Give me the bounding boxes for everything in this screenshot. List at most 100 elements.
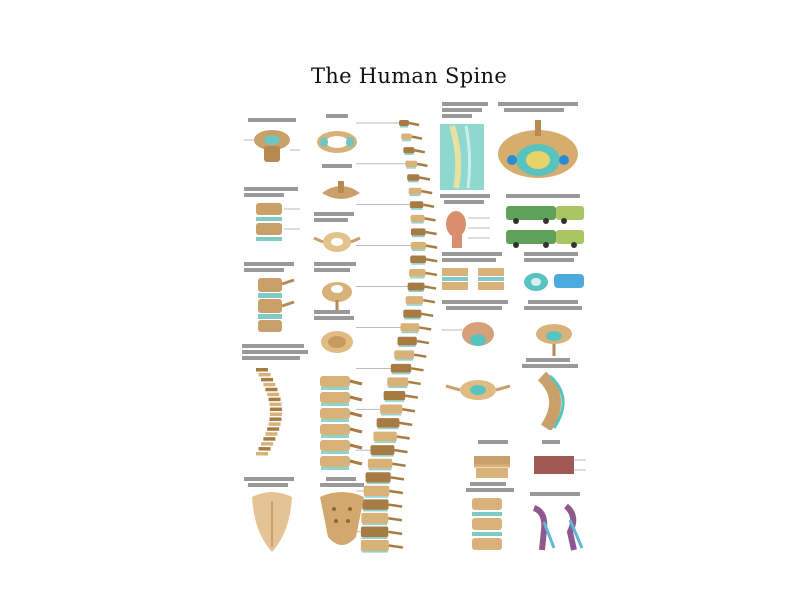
vertebra	[383, 390, 406, 401]
panel-disc-movement	[438, 252, 518, 297]
vertebra	[320, 424, 350, 435]
spinous-process	[349, 395, 363, 402]
spinous-process	[392, 462, 406, 467]
vertebra	[407, 174, 420, 181]
intervertebral-disc	[406, 304, 423, 306]
vertebra	[367, 458, 393, 469]
intervertebral-disc	[410, 208, 423, 210]
spinous-process	[425, 271, 438, 277]
panel-herniated-disc	[438, 300, 518, 358]
intervertebral-disc	[411, 235, 425, 238]
spinous-process	[396, 435, 410, 440]
vertebra	[267, 427, 280, 431]
vertebra	[373, 431, 397, 442]
spinous-process	[349, 443, 363, 450]
intervertebral-disc	[404, 317, 421, 320]
panel-spondylolisthesis	[520, 358, 588, 430]
vertebra	[397, 336, 417, 346]
vertebra	[258, 447, 271, 451]
intervertebral-disc	[374, 441, 396, 443]
spinous-process	[423, 203, 435, 209]
spinous-process	[408, 380, 421, 386]
spinous-process	[421, 189, 433, 195]
intervertebral-disc	[362, 523, 388, 526]
vertebra	[362, 499, 389, 510]
vertebra	[268, 422, 281, 426]
vertebra	[363, 485, 390, 497]
panel-curved-spine-left	[242, 364, 302, 459]
intervertebral-disc	[391, 372, 411, 375]
spinous-process	[414, 149, 426, 154]
intervertebral-disc	[361, 537, 388, 539]
spinous-process	[411, 135, 423, 140]
vertebra	[269, 407, 282, 412]
spinous-process	[388, 503, 403, 508]
panel-posture-figures	[524, 492, 588, 554]
spinous-process	[388, 517, 403, 522]
vertebra	[365, 472, 391, 483]
panel-vertebra-top-view-2	[312, 262, 362, 312]
intervertebral-disc	[410, 276, 425, 279]
intervertebral-disc	[361, 551, 388, 553]
intervertebral-disc	[321, 403, 349, 406]
intervertebral-disc	[404, 153, 414, 156]
vertebra	[403, 309, 422, 318]
vertebra	[380, 404, 403, 414]
spinous-process	[349, 427, 363, 434]
spinous-process	[349, 379, 363, 386]
anatomy-poster: The Human Spine	[228, 52, 590, 562]
panel-vertebra-stack-mid	[312, 370, 366, 475]
intervertebral-disc	[321, 387, 349, 390]
vertebra	[258, 372, 271, 377]
panel-cross-section-cord	[490, 102, 588, 194]
vertebra	[320, 408, 350, 419]
panel-sacrum-left	[242, 477, 302, 557]
panel-disc-structure	[520, 252, 588, 297]
vertebra	[261, 377, 274, 382]
intervertebral-disc	[409, 194, 421, 197]
vertebra	[320, 392, 350, 403]
vertebra	[394, 350, 415, 360]
vertebra	[400, 323, 420, 332]
spinous-process	[399, 421, 413, 427]
vertebra	[320, 376, 350, 387]
intervertebral-disc	[411, 249, 426, 251]
intervertebral-disc	[402, 139, 411, 142]
spinous-process	[349, 411, 363, 418]
vertebra	[360, 540, 389, 551]
spinous-process	[388, 530, 403, 536]
intervertebral-disc	[400, 126, 408, 128]
spinous-process	[416, 339, 430, 345]
intervertebral-disc	[408, 290, 424, 293]
spinous-process	[425, 230, 437, 236]
panel-arthritis	[528, 440, 588, 482]
panel-sacrum-front	[312, 477, 372, 557]
panel-disc-prolapse	[520, 300, 588, 358]
panel-spinal-cord-mri	[438, 102, 493, 194]
intervertebral-disc	[411, 263, 426, 265]
vertebra	[410, 255, 427, 264]
vertebra	[265, 387, 278, 392]
vertebra	[405, 160, 418, 168]
intervertebral-disc	[363, 509, 388, 512]
spinous-process	[421, 312, 434, 318]
spinous-process	[424, 217, 436, 222]
intervertebral-disc	[366, 482, 390, 485]
spinous-process	[411, 367, 424, 372]
vertebra	[410, 214, 425, 222]
spinous-process	[425, 258, 438, 263]
spinous-process	[425, 244, 438, 249]
panel-axis-vertebra	[318, 177, 364, 207]
intervertebral-disc	[411, 221, 424, 224]
spinous-process	[349, 459, 363, 466]
spinous-process	[424, 285, 437, 290]
vertebra	[320, 440, 350, 451]
spinous-process	[419, 326, 432, 331]
vertebra	[256, 368, 268, 372]
vertebra	[268, 397, 281, 402]
intervertebral-disc	[381, 413, 402, 416]
vertebra	[408, 187, 422, 195]
vertebra	[320, 456, 350, 467]
intervertebral-disc	[395, 359, 414, 361]
spinous-process	[388, 544, 404, 549]
